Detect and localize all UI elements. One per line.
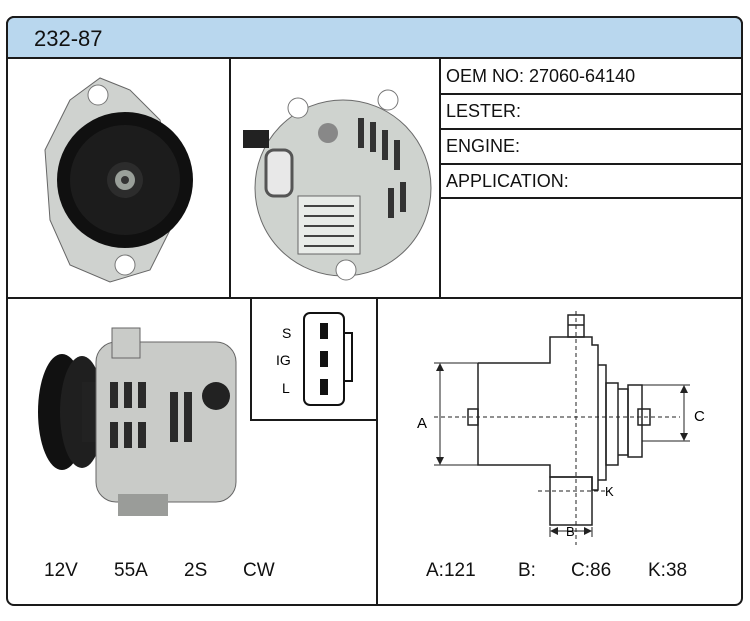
connector-box xyxy=(250,297,376,421)
spec-voltage: 12V xyxy=(44,560,78,581)
dimension-c-label: C xyxy=(694,408,705,425)
info-divider-4 xyxy=(439,197,743,199)
pin-s-label: S xyxy=(282,325,291,341)
spec-dim-k: K:38 xyxy=(648,560,688,581)
divider-v1 xyxy=(229,59,231,297)
engine-label: ENGINE: xyxy=(446,136,521,156)
divider-h-middle xyxy=(6,297,743,299)
spec-dim-a: A:121 xyxy=(426,560,476,581)
dimension-b-label: B xyxy=(566,524,575,539)
spec-rotation: CW xyxy=(243,560,275,581)
alternator-side-image xyxy=(38,327,237,516)
info-divider-1 xyxy=(439,93,743,95)
application-label: APPLICATION: xyxy=(446,171,569,191)
lester-label: LESTER: xyxy=(446,101,522,121)
info-divider-2 xyxy=(439,128,743,130)
spec-pulley: 2S xyxy=(184,560,208,581)
dimension-a-label: A xyxy=(417,415,427,432)
alternator-rear-image xyxy=(243,89,432,281)
connector-diagram: S IG L xyxy=(276,312,353,406)
pin-l-label: L xyxy=(282,380,290,396)
pin-ig-label: IG xyxy=(276,352,291,368)
dimension-drawing: A C B K xyxy=(417,311,705,545)
model-code: 232-87 xyxy=(34,26,103,51)
header-bar: 232-87 xyxy=(6,16,743,59)
spec-dim-b: B: xyxy=(518,560,536,581)
divider-v3 xyxy=(376,297,378,605)
spec-dim-c: C:86 xyxy=(571,560,612,581)
alternator-front-image xyxy=(44,77,193,283)
info-divider-3 xyxy=(439,163,743,165)
spec-amperage: 55A xyxy=(114,560,148,581)
dimension-k-label: K xyxy=(605,484,614,499)
oem-number: OEM NO: 27060-64140 xyxy=(446,66,636,86)
divider-v2 xyxy=(439,59,441,297)
